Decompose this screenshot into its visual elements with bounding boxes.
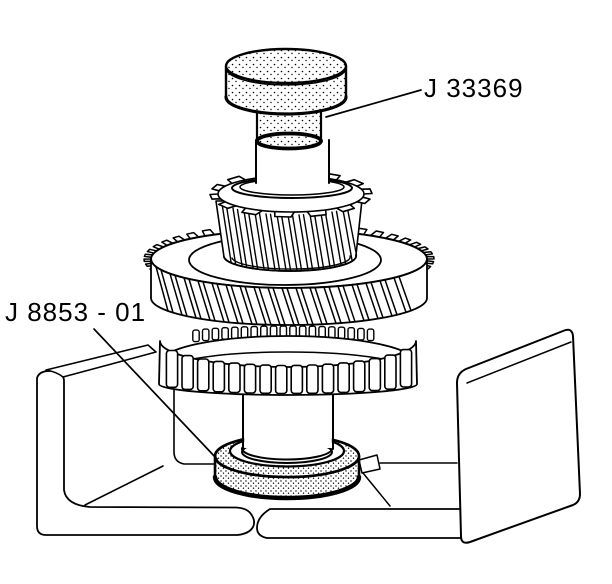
lower-shaft-and-bearing <box>212 388 362 501</box>
label-j8853: J 8853 - 01 <box>5 297 146 327</box>
right-plate-wall-front-face <box>456 328 581 544</box>
bearing-top-face <box>215 435 359 477</box>
label-j33369: J 33369 <box>424 73 524 103</box>
shaft-in-bore <box>244 388 332 448</box>
press-base-left-plate <box>36 344 256 536</box>
left-plate-inner-corner-line <box>84 465 164 506</box>
spur-gear-front-teeth <box>165 348 413 395</box>
large-gear-helical-teeth <box>155 265 412 326</box>
press-base <box>36 328 581 544</box>
bearing-bottom-heavy-edge <box>212 474 362 501</box>
pinion-helical-teeth <box>221 202 358 271</box>
right-flange-end-tab <box>358 454 381 474</box>
leader-line-j8853 <box>93 328 218 460</box>
left-plate-top-face <box>45 344 157 378</box>
installer-tool-j33369 <box>224 47 348 151</box>
tool-cap-bottom-heavy-edge <box>224 95 348 116</box>
pinion-bottom-rim-inner <box>231 255 351 270</box>
shaft-in-bore-edges <box>242 389 334 450</box>
leader-line-j33369 <box>325 89 422 118</box>
tool-stem-foot <box>255 131 323 151</box>
press-base-right-plate <box>256 328 581 544</box>
pinion-bottom-rim-outer <box>223 254 358 272</box>
tool-cap-top <box>224 47 348 85</box>
right-plate-wall-top-inner-edge <box>466 341 572 384</box>
pinion-gear <box>209 170 373 272</box>
bore-front-arc <box>240 447 333 461</box>
left-plate-back-edge <box>173 389 217 465</box>
tool-cap-chamfer-line <box>226 70 346 86</box>
right-flange-front-face <box>256 508 462 539</box>
shaft-top-edges <box>255 139 330 184</box>
spur-gear <box>158 325 418 396</box>
callouts: J 33369 J 8853 - 01 <box>5 73 524 460</box>
right-flange-end-edge <box>362 472 391 507</box>
spur-gear-back-teeth-tips <box>192 325 375 343</box>
